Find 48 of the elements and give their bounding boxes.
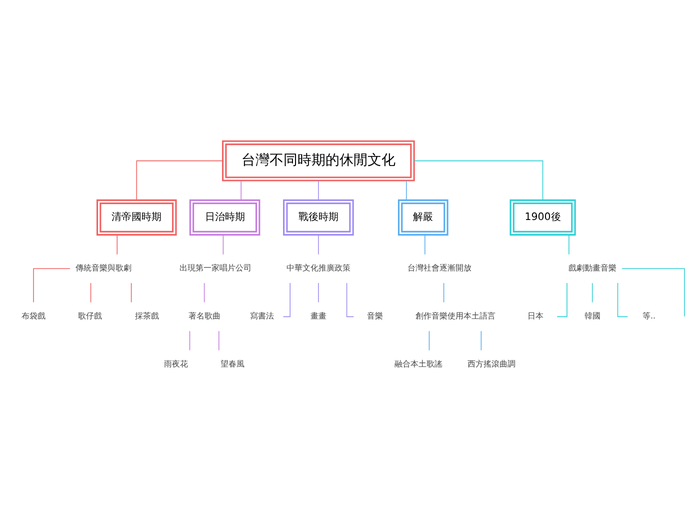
node-text: 戲劇動畫音樂: [568, 264, 616, 273]
connector: [90, 282, 92, 303]
node-text: 台灣社會逐漸開放: [408, 264, 472, 273]
connector: [222, 234, 224, 255]
connector: [318, 234, 319, 255]
connector: [406, 180, 407, 200]
node-text: 望春風: [220, 360, 245, 369]
connector: [204, 282, 205, 303]
node-text: 音樂: [367, 312, 384, 321]
connector: [240, 180, 242, 200]
connector: [136, 160, 224, 200]
node-box: 戰後時期: [283, 199, 354, 236]
connector: [480, 330, 482, 351]
node-text: 雨夜花: [164, 360, 188, 369]
connector: [189, 330, 190, 351]
connector: [218, 330, 220, 351]
node-text: 日本: [528, 312, 544, 321]
connector: [428, 330, 430, 351]
connector: [622, 268, 685, 317]
connector: [318, 282, 319, 303]
node-text: 西方搖滾曲調: [468, 360, 516, 369]
node-box: 台灣不同時期的休閒文化: [222, 140, 415, 182]
node-text: 歌仔戲: [78, 312, 102, 321]
node-text: 出現第一家唱片公司: [179, 264, 252, 273]
node-text: 著名歌曲: [188, 312, 220, 321]
node-text: 採茶戲: [134, 312, 159, 321]
node-box: 解嚴: [398, 199, 448, 236]
node-box: 1900後: [510, 199, 576, 236]
node-text: 融合本土歌謠: [394, 360, 442, 369]
node-text: 傳統音樂與歌劇: [76, 264, 132, 273]
connector: [116, 234, 118, 255]
node-box: 日治時期: [189, 199, 260, 236]
node-text: 等..: [642, 312, 656, 321]
node-text: 創作音樂使用本土語言: [415, 312, 496, 321]
connector: [318, 180, 319, 200]
connector: [424, 234, 426, 255]
node-text: 韓國: [584, 312, 600, 321]
node-box: 清帝國時期: [96, 199, 177, 236]
connector: [414, 160, 544, 200]
connector: [568, 234, 570, 255]
connector: [592, 282, 593, 303]
node-text: 布袋戲: [22, 312, 46, 321]
node-text: 畫畫: [310, 312, 326, 321]
connector: [33, 268, 70, 303]
node-text: 寫書法: [250, 312, 274, 321]
node-text: 中華文化推廣政策: [286, 264, 350, 273]
connector: [443, 282, 444, 303]
connector: [130, 282, 132, 303]
